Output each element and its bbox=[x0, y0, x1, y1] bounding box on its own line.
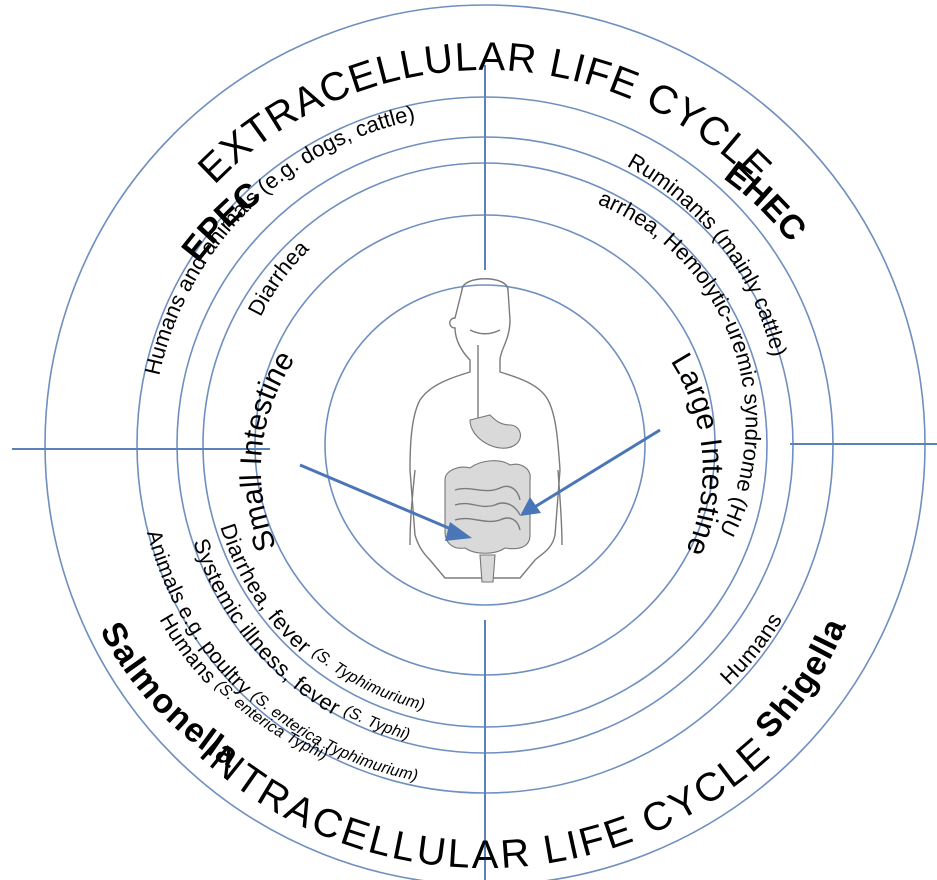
large-intestine-label: Large Intestine bbox=[664, 348, 728, 561]
disease-epec-label: Diarrhea bbox=[243, 235, 314, 320]
small-intestine-label: Small Intestine bbox=[235, 345, 301, 556]
human-digestive-system-icon bbox=[410, 279, 562, 582]
host-shigella-label: Humans bbox=[715, 609, 787, 690]
small-intestine-arrow bbox=[300, 465, 458, 532]
large-intestine-arrow bbox=[533, 430, 660, 508]
ring-disease-inner bbox=[255, 215, 715, 675]
